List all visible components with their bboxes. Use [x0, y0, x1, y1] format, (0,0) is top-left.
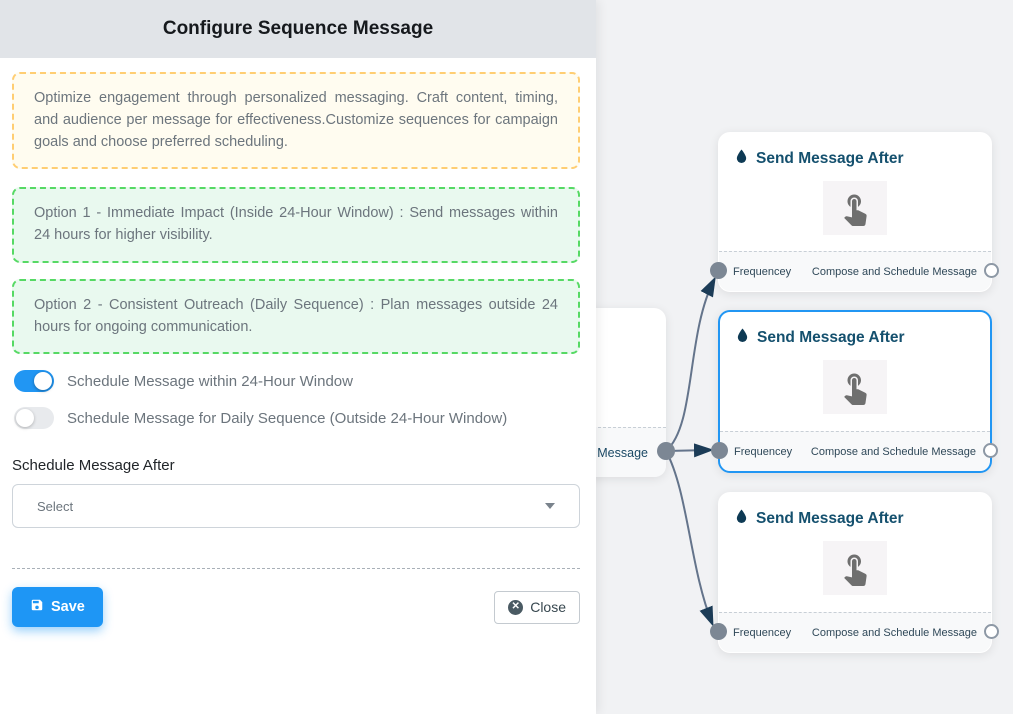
hand-pointer-icon[interactable]	[823, 360, 887, 414]
node-send-message-after-3[interactable]: Send Message After Frequencey Compose an…	[710, 492, 999, 653]
select-value: Select	[37, 498, 74, 514]
drop-icon	[735, 508, 748, 529]
toggle-within-24h[interactable]	[14, 370, 54, 393]
close-button[interactable]: ✕ Close	[494, 590, 580, 624]
source-node-label: ce Message	[596, 445, 648, 460]
toggle-knob	[16, 409, 34, 428]
footer-divider	[12, 568, 580, 570]
compose-schedule-label[interactable]: Compose and Schedule Message	[811, 265, 977, 278]
source-node-partial[interactable]: ce Message	[596, 308, 666, 477]
node-title: Send Message After	[756, 149, 904, 167]
close-icon: ✕	[508, 599, 524, 615]
node-title: Send Message After	[756, 509, 904, 527]
close-button-label: Close	[530, 599, 566, 616]
intro-note: Optimize engagement through personalized…	[12, 72, 580, 170]
compose-schedule-label[interactable]: Compose and Schedule Message	[810, 445, 976, 458]
option1-note-text: Option 1 - Immediate Impact (Inside 24-H…	[34, 205, 558, 243]
save-icon	[30, 598, 44, 616]
toggle-row-daily-sequence: Schedule Message for Daily Sequence (Out…	[14, 407, 580, 430]
option2-note: Option 2 - Consistent Outreach (Daily Se…	[12, 278, 580, 355]
panel-header: Configure Sequence Message	[0, 0, 596, 58]
hand-pointer-icon[interactable]	[823, 541, 887, 595]
node-title: Send Message After	[757, 328, 905, 346]
intro-note-text: Optimize engagement through personalized…	[34, 90, 558, 150]
save-button-label: Save	[51, 599, 85, 616]
schedule-after-label: Schedule Message After	[12, 457, 175, 475]
hand-pointer-icon[interactable]	[823, 181, 887, 235]
caret-down-icon	[545, 503, 555, 510]
frequency-label[interactable]: Frequencey	[733, 626, 792, 639]
output-port[interactable]	[984, 263, 999, 278]
source-output-port[interactable]	[657, 442, 675, 460]
save-button[interactable]: Save	[12, 587, 103, 628]
output-port[interactable]	[983, 443, 998, 458]
frequency-label[interactable]: Frequencey	[733, 265, 792, 278]
input-port[interactable]	[710, 262, 727, 279]
compose-schedule-label[interactable]: Compose and Schedule Message	[811, 626, 977, 639]
toggle-daily-sequence-label: Schedule Message for Daily Sequence (Out…	[67, 409, 508, 427]
drop-icon	[736, 327, 749, 348]
node-send-message-after-2[interactable]: Send Message After Frequencey Compose an…	[711, 310, 998, 473]
option1-note: Option 1 - Immediate Impact (Inside 24-H…	[12, 187, 580, 263]
toggle-row-24-hour: Schedule Message within 24-Hour Window	[14, 370, 580, 393]
configure-sequence-panel: Configure Sequence Message Optimize enga…	[0, 0, 596, 628]
toggle-within-24h-label: Schedule Message within 24-Hour Window	[67, 372, 353, 390]
page-title: Configure Sequence Message	[162, 18, 434, 39]
drop-icon	[735, 148, 748, 169]
schedule-after-select[interactable]: Select	[12, 484, 580, 529]
input-port[interactable]	[710, 623, 727, 640]
output-port[interactable]	[984, 624, 999, 639]
option2-note-text: Option 2 - Consistent Outreach (Daily Se…	[34, 296, 558, 335]
toggle-knob	[34, 372, 52, 391]
toggle-daily-sequence[interactable]	[14, 407, 54, 430]
flow-canvas[interactable]: ce Message Send Message After Frequencey…	[596, 0, 1013, 714]
node-send-message-after-1[interactable]: Send Message After Frequencey Compose an…	[710, 132, 999, 292]
frequency-label[interactable]: Frequencey	[734, 445, 793, 458]
input-port[interactable]	[711, 442, 728, 459]
